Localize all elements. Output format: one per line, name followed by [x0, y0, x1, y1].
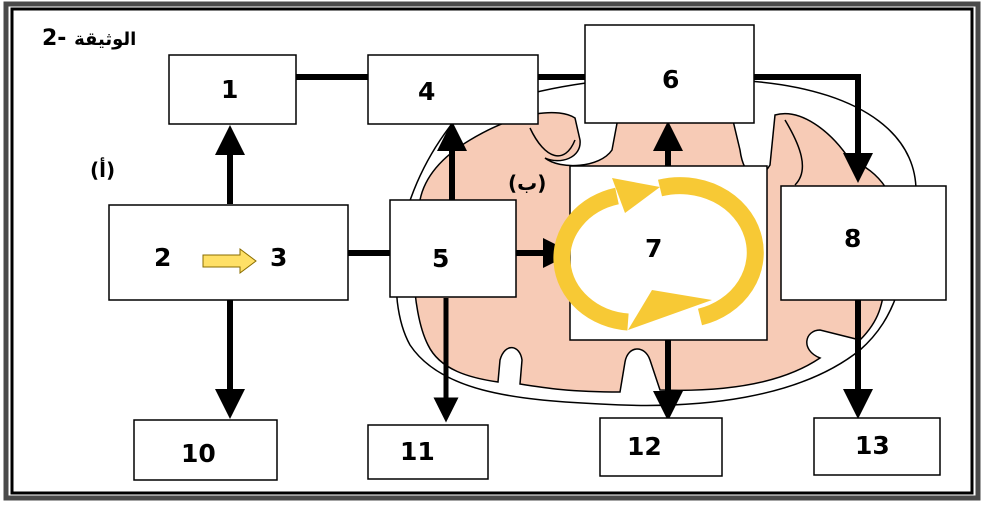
box-4-number: 4	[418, 77, 436, 106]
crista-right	[784, 119, 804, 186]
box-1-number: 1	[221, 75, 239, 104]
box-1	[168, 54, 297, 125]
document-number: 2-	[42, 26, 67, 51]
part-b-label: (ب)	[508, 171, 547, 195]
box-12	[599, 417, 723, 477]
box-2-number: 2	[154, 243, 172, 272]
box-12-number: 12	[627, 432, 662, 461]
frame-shadow	[3, 1, 981, 501]
box-3-number: 3	[270, 243, 288, 272]
box-13-number: 13	[855, 431, 890, 460]
crista-top	[529, 127, 576, 157]
box-6	[584, 24, 755, 124]
box-5-number: 5	[432, 244, 450, 273]
arrow-6-to-8	[754, 74, 873, 183]
cycle-arrowhead-bottom	[628, 290, 712, 330]
document-label: الوثيقة	[74, 29, 137, 50]
box-7-number: 7	[645, 234, 663, 263]
document-title: 2- الوثيقة	[42, 28, 136, 50]
cycle-arrowhead-top	[612, 178, 660, 213]
box-11	[367, 424, 489, 480]
box-13	[813, 417, 941, 476]
box-2-3	[108, 204, 349, 301]
part-a-label: (أ)	[90, 158, 116, 182]
box-10	[133, 419, 278, 481]
box-5	[389, 199, 517, 298]
box-8	[780, 185, 947, 301]
box-8-number: 8	[844, 224, 862, 253]
yellow-arrow-icon	[202, 248, 257, 274]
box-10-number: 10	[181, 439, 216, 468]
box-11-number: 11	[400, 437, 435, 466]
cycle-arrow-icon	[553, 177, 764, 331]
box-6-number: 6	[662, 65, 680, 94]
box-4	[367, 54, 539, 125]
